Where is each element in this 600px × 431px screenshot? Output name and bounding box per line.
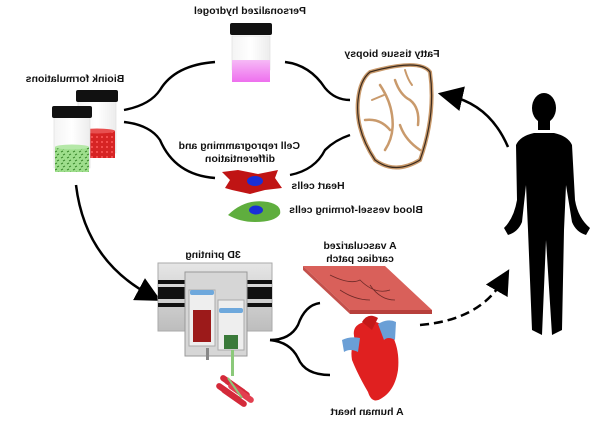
tissue-outline bbox=[357, 64, 433, 169]
cardiac-patch bbox=[303, 266, 432, 314]
bioink-jars bbox=[52, 90, 118, 172]
label-human-heart: A human heart bbox=[330, 406, 404, 418]
3d-printer bbox=[157, 262, 273, 376]
hydrogel-jar bbox=[230, 23, 272, 82]
label-personalized-hydrogel: Personalized hydrogel bbox=[193, 5, 307, 17]
label-heart-cells: Heart cells bbox=[291, 180, 345, 192]
label-patch-line1: A vascularized bbox=[323, 240, 397, 252]
label-bioink-formulations: Bioink formulations bbox=[25, 73, 125, 85]
label-cell-reprogramming-line1: Cell reprogramming and bbox=[178, 140, 300, 152]
human-heart bbox=[342, 315, 399, 401]
label-fatty-tissue-biopsy: Fatty tissue biopsy bbox=[344, 48, 440, 60]
label-cell-reprogramming: Cell reprogramming and differentiation bbox=[178, 140, 300, 166]
label-cell-reprogramming-line2: differentiation bbox=[205, 153, 275, 165]
heart-cell bbox=[222, 170, 282, 194]
human-silhouette bbox=[504, 93, 590, 335]
arrow-bioink-to-printing bbox=[74, 184, 162, 301]
blood-vessel-cell bbox=[228, 201, 281, 222]
fatty-tissue-biopsy bbox=[355, 63, 434, 170]
printed-construct bbox=[216, 375, 254, 407]
label-blood-vessel-cells: Blood vessel-forming cells bbox=[289, 204, 423, 216]
connector-lines bbox=[123, 60, 351, 377]
arrow-body-to-biopsy bbox=[437, 86, 510, 148]
label-3d-printing: 3D printing bbox=[185, 249, 241, 261]
label-patch-line2: cardiac patch bbox=[326, 253, 394, 265]
arrow-patch-to-body bbox=[419, 269, 510, 327]
label-vascularized-patch: A vascularized cardiac patch bbox=[315, 240, 405, 266]
